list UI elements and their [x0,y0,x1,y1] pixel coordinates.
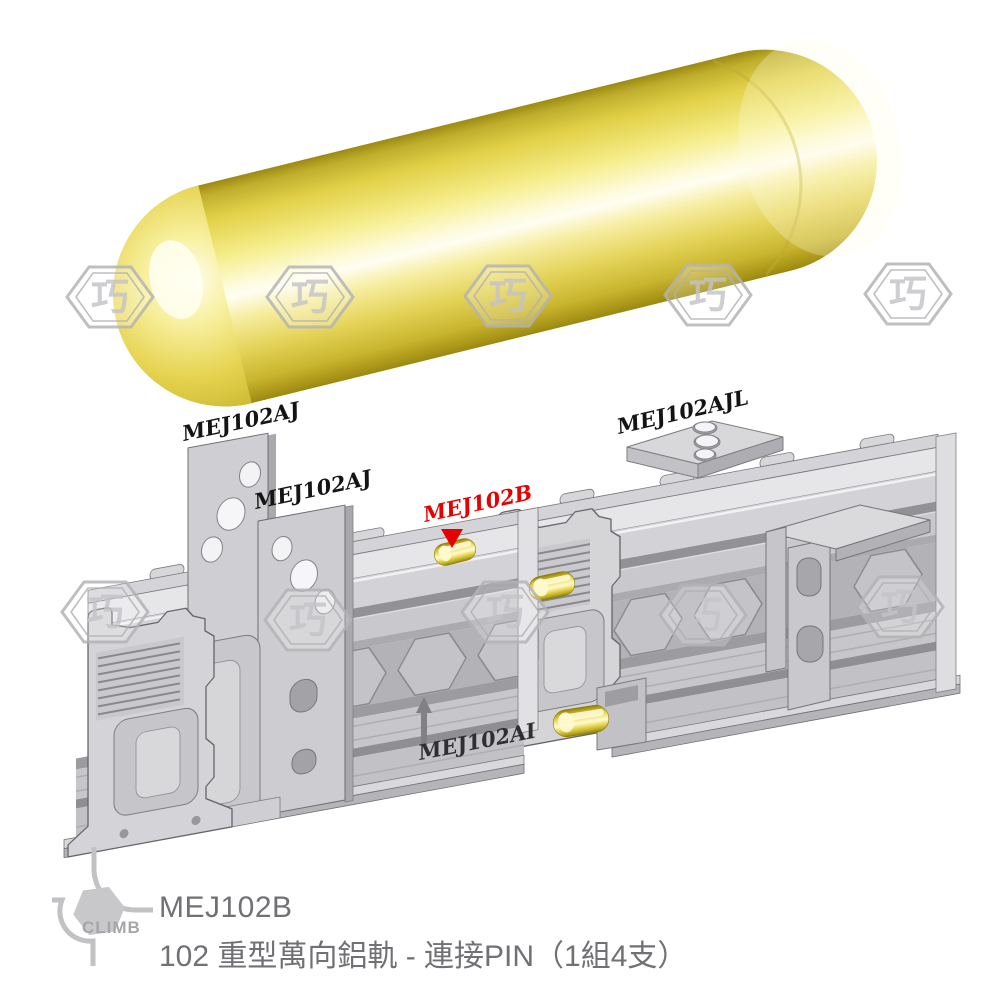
brand-name: CLIMB [82,918,141,937]
brand-logo: CLIMB [52,847,153,966]
logo-arc-bottom [52,897,96,966]
red-pointer-arrow [441,529,463,548]
rail-left-cut-profile [67,607,233,858]
logo-hexagon [73,886,125,936]
bracket-right-clamp [765,504,931,711]
rail-right-end-face [935,432,957,694]
connector-pin-top [433,538,477,566]
rail-assembly [63,420,961,859]
connector-pin-large-render [113,39,903,407]
bracket-top-right-plate [626,420,784,479]
connector-pin-bottom [552,704,610,738]
joint-plate-short [257,504,354,817]
product-name: 102 重型萬向鋁軌 - 連接PIN（1組4支） [159,940,688,973]
connector-pin-middle [528,571,576,601]
product-code: MEJ102B [159,891,293,924]
rail-up-arrow [416,697,432,745]
